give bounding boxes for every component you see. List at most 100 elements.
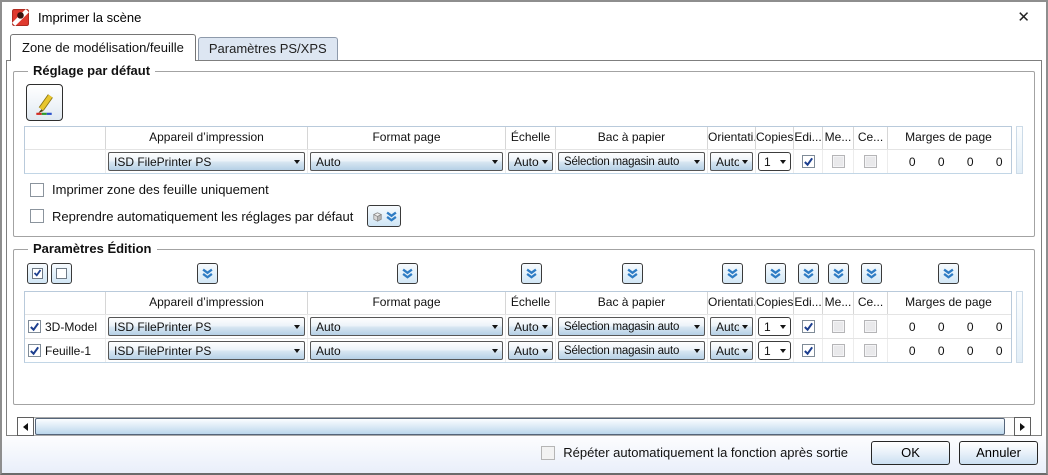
chevron-double-down-icon — [833, 268, 844, 279]
print-zone-only-label: Imprimer zone des feuille uniquement — [52, 182, 269, 197]
orientation-select[interactable]: Auto — [710, 317, 753, 336]
margin-left-field[interactable]: 0 — [908, 154, 916, 169]
vertical-scrollbar-track[interactable] — [1016, 126, 1023, 174]
repeat-checkbox[interactable] — [541, 445, 556, 460]
format-select[interactable]: Auto — [310, 341, 503, 360]
row-enabled-checkbox[interactable] — [28, 320, 41, 333]
margin-top-field[interactable]: 0 — [937, 319, 945, 334]
orientation-column-selector-button[interactable] — [721, 262, 743, 284]
scale-select[interactable]: Auto — [508, 152, 553, 171]
chevron-double-down-icon — [201, 268, 213, 279]
tab-parametres-ps-xps[interactable]: Paramètres PS/XPS — [197, 37, 338, 60]
margin-bottom-field[interactable]: 0 — [995, 343, 1003, 358]
col-copies: Copies — [756, 292, 794, 314]
col-edit: Edi... — [794, 292, 823, 314]
copies-column-selector-button[interactable] — [764, 262, 786, 284]
col-margins: Marges de page — [905, 130, 992, 144]
print-zone-only-checkbox[interactable] — [30, 182, 44, 197]
col-orientation: Orientati... — [708, 292, 756, 314]
tab-modelisation-feuille[interactable]: Zone de modélisation/feuille — [10, 34, 196, 61]
margin-right-field[interactable]: 0 — [966, 343, 974, 358]
scrollbar-track[interactable] — [34, 417, 1014, 436]
orientation-select[interactable]: Auto — [710, 152, 753, 171]
scrollbar-thumb[interactable] — [35, 418, 1005, 435]
format-select[interactable]: Auto — [310, 317, 503, 336]
tray-select[interactable]: Sélection magasin auto — [558, 317, 705, 336]
margin-left-field[interactable]: 0 — [908, 343, 916, 358]
scroll-right-button[interactable] — [1014, 417, 1031, 436]
tray-column-selector-button[interactable] — [621, 262, 643, 284]
format-column-selector-button[interactable] — [396, 262, 418, 284]
col-device: Appareil d’impression — [106, 127, 308, 149]
col-device: Appareil d’impression — [106, 292, 308, 314]
table-row-3d-model: 3D-Model ISD FilePrinter PS Auto Auto Sé… — [25, 314, 1011, 338]
cancel-button[interactable]: Annuler — [959, 440, 1038, 465]
close-icon[interactable]: ✕ — [1017, 8, 1030, 26]
margin-bottom-field[interactable]: 0 — [995, 154, 1003, 169]
unchecked-box-icon — [56, 267, 67, 279]
device-column-selector-button[interactable] — [196, 262, 218, 284]
row-name: 3D-Model — [45, 319, 98, 334]
edit-column-selector-button[interactable] — [798, 262, 819, 284]
tray-select[interactable]: Sélection magasin auto — [558, 341, 705, 360]
chevron-double-down-icon — [401, 268, 413, 279]
ce-column-selector-button[interactable] — [860, 262, 882, 284]
copies-select[interactable]: 1 — [758, 317, 791, 336]
chevron-down-icon — [780, 324, 786, 329]
device-select[interactable]: ISD FilePrinter PS — [108, 317, 305, 336]
auto-defaults-checkbox[interactable] — [30, 209, 44, 223]
format-select[interactable]: Auto — [310, 152, 503, 171]
scale-select[interactable]: Auto — [508, 317, 553, 336]
col-edit: Edi... — [794, 127, 823, 149]
chevron-down-icon — [742, 159, 748, 164]
margin-right-field[interactable]: 0 — [966, 319, 974, 334]
margins-cells: 0 0 0 0 — [888, 315, 1009, 338]
scale-select[interactable]: Auto — [508, 341, 553, 360]
uncheck-all-button[interactable] — [51, 262, 72, 284]
row-enabled-checkbox[interactable] — [28, 344, 41, 357]
chevron-double-down-icon — [803, 268, 814, 279]
dialog-footer: Répéter automatiquement la fonction aprè… — [2, 436, 1046, 473]
margin-top-field[interactable]: 0 — [937, 154, 945, 169]
scroll-left-button[interactable] — [17, 417, 34, 436]
me-column-selector-button[interactable] — [828, 262, 849, 284]
table-row-feuille-1: Feuille-1 ISD FilePrinter PS Auto Auto S… — [25, 338, 1011, 362]
print-zone-only-option: Imprimer zone des feuille uniquement — [30, 182, 1024, 197]
chevron-double-down-icon — [386, 211, 397, 222]
chevron-down-icon — [780, 348, 786, 353]
edit-default-button[interactable] — [26, 84, 63, 121]
col-ce: Ce... — [854, 127, 888, 149]
tray-select[interactable]: Sélection magasin auto — [558, 152, 705, 171]
chevron-down-icon — [742, 348, 748, 353]
margin-right-field[interactable]: 0 — [966, 154, 974, 169]
chevron-down-icon — [294, 159, 300, 164]
device-select[interactable]: ISD FilePrinter PS — [108, 152, 305, 171]
chevron-down-icon — [780, 159, 786, 164]
auto-defaults-option: Reprendre automatiquement les réglages p… — [30, 205, 1024, 227]
edit-checkbox[interactable] — [801, 155, 815, 168]
margin-left-field[interactable]: 0 — [908, 319, 916, 334]
check-all-button[interactable] — [27, 262, 48, 284]
apply-defaults-button[interactable] — [367, 205, 402, 227]
margin-bottom-field[interactable]: 0 — [995, 319, 1003, 334]
margin-top-field[interactable]: 0 — [937, 343, 945, 358]
edition-table: Appareil d’impression Format page Échell… — [24, 291, 1012, 363]
margins-cells: 0 0 0 0 — [888, 339, 1009, 362]
col-me: Me... — [823, 127, 854, 149]
horizontal-scrollbar[interactable] — [17, 417, 1031, 436]
ok-button[interactable]: OK — [871, 440, 950, 465]
vertical-scrollbar-track[interactable] — [1016, 291, 1023, 363]
ce-checkbox — [864, 320, 877, 333]
device-select[interactable]: ISD FilePrinter PS — [108, 341, 305, 360]
edit-checkbox[interactable] — [801, 344, 815, 357]
edit-checkbox[interactable] — [801, 320, 815, 333]
default-table-wrap: Appareil d’impression Format page Échell… — [24, 126, 1024, 174]
copies-select[interactable]: 1 — [758, 152, 791, 171]
me-checkbox — [831, 344, 845, 357]
margins-column-selector-button[interactable] — [938, 262, 959, 284]
orientation-select[interactable]: Auto — [710, 341, 753, 360]
scale-column-selector-button[interactable] — [520, 262, 542, 284]
chevron-double-down-icon — [769, 268, 781, 279]
copies-select[interactable]: 1 — [758, 341, 791, 360]
edition-settings-group: Paramètres Édition — [13, 241, 1035, 405]
